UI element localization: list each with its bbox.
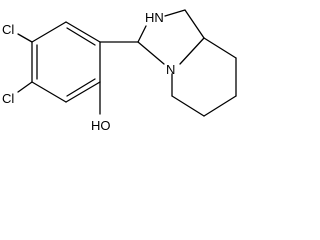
bond-c3-c4 <box>171 95 205 117</box>
bond-ring-double-2 <box>66 78 96 97</box>
bond-ch-nh <box>137 25 147 43</box>
structure-diagram: Cl Cl HO HN N <box>0 0 248 151</box>
atom-hydroxyl: HO <box>91 118 111 133</box>
imidazolidine-ring <box>137 9 205 65</box>
bond-cl-bottom <box>17 81 33 93</box>
atom-amine-nh: HN <box>145 10 164 25</box>
bond-n-ch <box>137 41 165 65</box>
bond-cl-top <box>17 33 33 43</box>
atom-chlorine-bottom: Cl <box>2 91 14 106</box>
piperidine-ring <box>171 37 237 117</box>
benzene-ring <box>31 21 101 103</box>
bond-ring-double-1 <box>66 27 96 46</box>
atom-ring-nitrogen: N <box>166 62 175 77</box>
bond-bridge-n <box>179 37 205 65</box>
bond-ch2-bridge <box>184 9 205 39</box>
bond-bridge-c1 <box>203 37 237 59</box>
molecule-drawing: Cl Cl HO HN N <box>2 9 237 133</box>
bond-ring-6 <box>31 21 67 43</box>
bond-ring-4 <box>31 81 67 103</box>
bond-c2-c3 <box>203 95 237 117</box>
bond-ring-1 <box>65 21 101 43</box>
bond-ring-3 <box>65 81 101 103</box>
atom-chlorine-top: Cl <box>2 22 14 37</box>
bond-nh-ch2 <box>164 9 186 17</box>
